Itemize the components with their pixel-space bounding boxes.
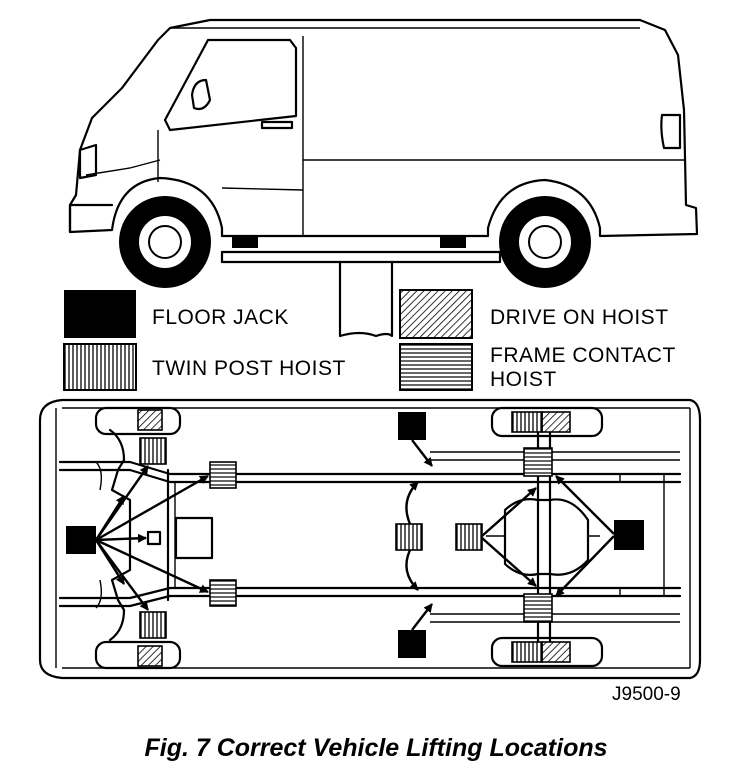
left-frame-rail xyxy=(58,460,682,476)
drive-on-hoist-front-left xyxy=(137,409,163,431)
side-mirror-icon xyxy=(190,78,212,111)
hoist-lift-pad-rear xyxy=(440,236,466,248)
tail-light-icon xyxy=(660,113,682,150)
floor-jack-point-rear-axle xyxy=(614,520,644,550)
floor-jack-swatch xyxy=(64,290,136,338)
twin-post-hoist-label: TWIN POST HOIST xyxy=(152,357,346,380)
twin-post-front-right xyxy=(139,611,167,639)
arrow-diff-to-post-lower xyxy=(481,537,537,587)
arrow-axle-jack-down xyxy=(555,535,615,597)
drive-on-hoist-rear-left xyxy=(541,411,571,433)
twin-post-front-left xyxy=(139,437,167,465)
twin-post-hoist-swatch xyxy=(63,343,137,391)
drive-on-hoist-rear-right xyxy=(541,641,571,663)
van-body-outline xyxy=(68,18,699,238)
frame-contact-front-left xyxy=(209,461,237,489)
drive-on-hoist-swatch xyxy=(399,289,473,339)
underside-body-outline xyxy=(38,398,702,680)
frame-contact-front-right xyxy=(209,579,237,607)
rear-wheel xyxy=(499,196,591,288)
arrow-rear-jack-right xyxy=(411,603,433,631)
twin-post-rear-right-tire xyxy=(511,641,543,663)
frame-contact-hoist-label-line2: HOIST xyxy=(490,368,557,391)
frame-contact-hoist-swatch xyxy=(399,343,473,391)
frame-contact-hoist-label-line1: FRAME CONTACT xyxy=(490,344,676,367)
front-right-wheel xyxy=(94,640,182,670)
front-center-lift-point xyxy=(146,530,162,546)
hoist-lift-pad-front xyxy=(232,236,258,248)
twin-post-rear-left-tire xyxy=(511,411,543,433)
twin-post-center-left xyxy=(395,523,423,551)
frame-contact-rear-right xyxy=(523,593,553,623)
headlight-icon xyxy=(78,143,98,180)
van-side-view xyxy=(68,18,699,338)
arrow-center-up xyxy=(405,481,419,525)
frame-contact-rear-left xyxy=(523,447,553,477)
arrow-jack-to-frame-left xyxy=(95,474,209,542)
arrow-jack-to-frame-right xyxy=(95,538,209,594)
arrow-jack-to-center xyxy=(95,533,147,543)
rear-right-wheel xyxy=(490,636,604,668)
front-wheel xyxy=(119,196,211,288)
front-left-wheel xyxy=(94,406,182,436)
floor-jack-label: FLOOR JACK xyxy=(152,306,289,329)
front-crossmember xyxy=(174,516,214,560)
figure-caption: Fig. 7 Correct Vehicle Lifting Locations xyxy=(144,734,607,762)
floor-jack-point-rear-right xyxy=(398,630,426,658)
van-underside-view xyxy=(38,398,702,680)
floor-jack-point-front xyxy=(66,526,96,554)
front-suspension xyxy=(108,428,132,642)
arrows xyxy=(94,439,615,631)
arrow-rear-jack-left xyxy=(411,439,433,467)
arrow-diff-to-post xyxy=(481,487,537,537)
floor-jack-point-rear-left xyxy=(398,412,426,440)
arrow-jack-to-susp-left xyxy=(94,495,126,541)
van-front-window xyxy=(163,38,298,132)
figure-code: J9500-9 xyxy=(612,684,681,705)
drive-on-hoist-label: DRIVE ON HOIST xyxy=(490,306,669,329)
hoist-post xyxy=(338,260,394,338)
arrow-center-down xyxy=(405,549,419,591)
arrow-axle-jack-up xyxy=(555,475,615,535)
lifting-markers xyxy=(66,409,644,667)
twin-post-center-right xyxy=(455,523,483,551)
legend: FLOOR JACK TWIN POST HOIST DRIVE ON HOIS… xyxy=(63,289,676,391)
right-frame-rail xyxy=(58,586,682,600)
rear-differential xyxy=(503,498,590,576)
hoist-platform xyxy=(220,250,502,264)
door-handle-icon xyxy=(260,120,294,130)
front-bumper xyxy=(68,203,114,234)
drive-on-hoist-front-right xyxy=(137,645,163,667)
rear-left-wheel xyxy=(490,406,604,438)
arrow-jack-to-susp-right xyxy=(94,539,126,585)
